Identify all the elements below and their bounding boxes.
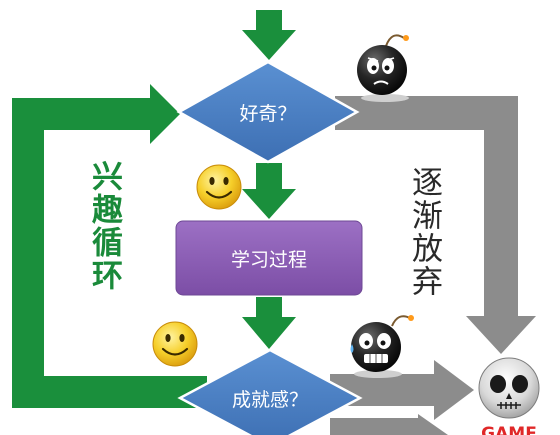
learning-to-achievement-arrow (242, 297, 296, 349)
smiley-icon (196, 164, 242, 210)
give-up-arrow (335, 96, 536, 354)
bottom-gray-arrow (330, 414, 448, 435)
game-over-label: GAME (481, 424, 537, 435)
worried-bomb-icon (357, 34, 409, 102)
interest-loop-arrow (12, 84, 207, 408)
curiosity-decision: 好奇？ (176, 60, 360, 164)
interest-loop-label: 兴趣循环 (86, 160, 122, 292)
entry-arrow (242, 10, 296, 60)
achievement-label: 成就感？ (232, 389, 308, 411)
give-up-label: 逐渐放弃 (406, 166, 442, 298)
learning-label: 学习过程 (231, 249, 307, 271)
achievement-decision: 成就感？ (177, 348, 363, 435)
curiosity-label: 好奇？ (239, 103, 296, 125)
achievement-fail-arrow (330, 360, 474, 420)
skull-icon: GAME (478, 357, 540, 435)
curiosity-yes-arrow (242, 163, 296, 219)
smiley-icon (152, 321, 198, 367)
grimacing-bomb-icon (350, 315, 414, 378)
learning-process: 学习过程 (175, 220, 363, 296)
